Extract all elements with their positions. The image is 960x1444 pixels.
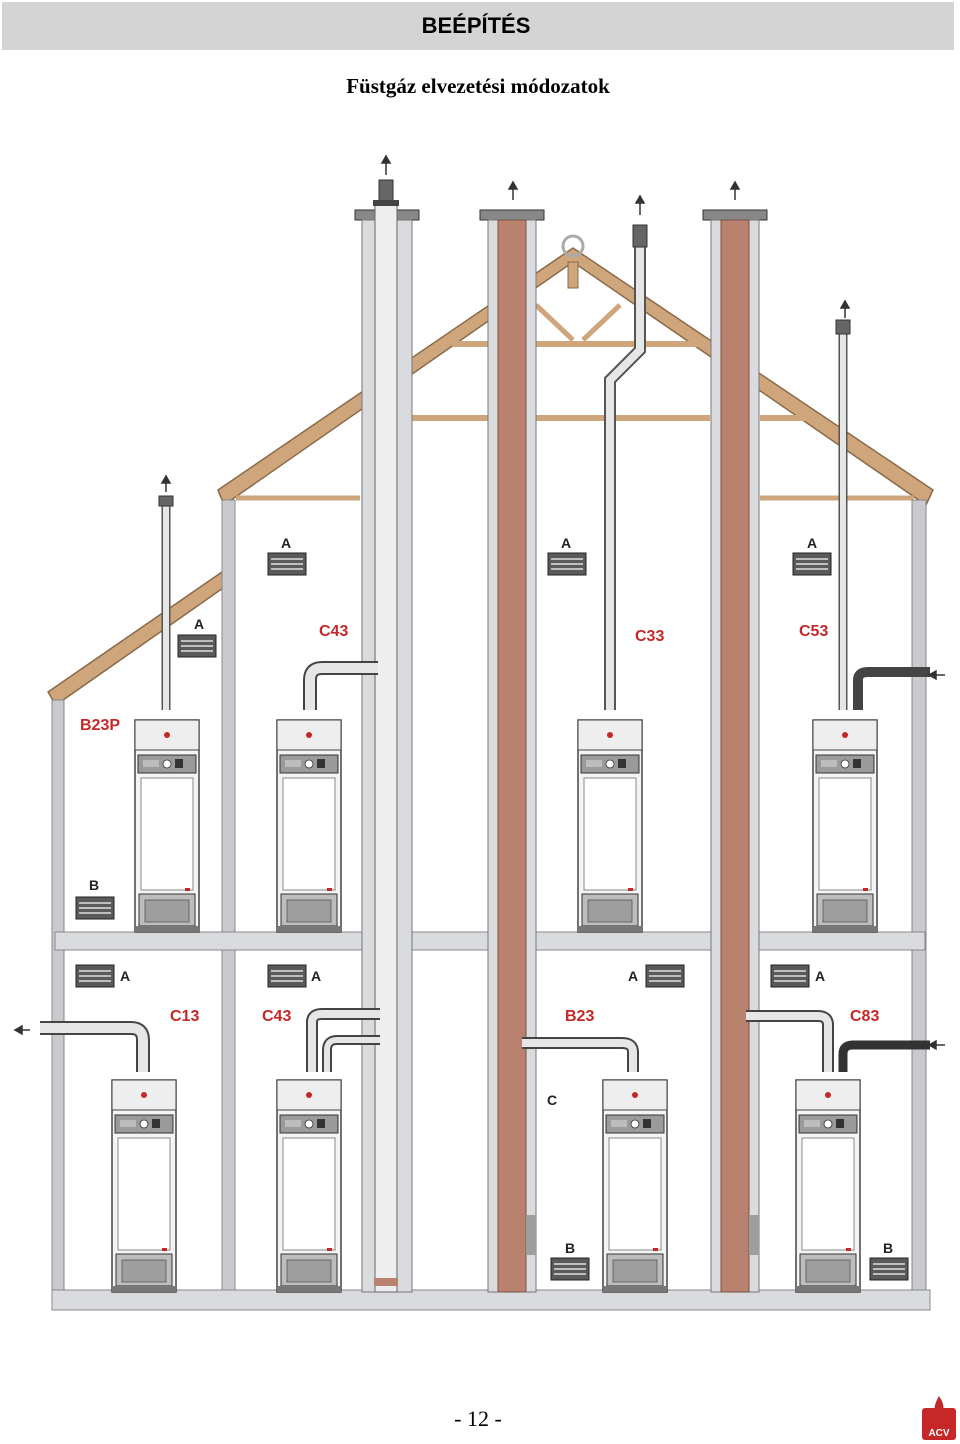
- concentric-shaft: [354, 179, 420, 1293]
- page-number: - 12 -: [454, 1406, 502, 1431]
- roof-structure: [46, 234, 934, 707]
- label-c33: C33: [635, 628, 664, 645]
- header-bar: [2, 2, 954, 50]
- label-vent-b: B: [565, 1240, 575, 1256]
- label-air-a: A: [815, 968, 825, 984]
- page-subtitle: Füstgáz elvezetési módozatok: [346, 74, 610, 98]
- label-c: C: [547, 1092, 557, 1108]
- label-vent-b: B: [883, 1240, 893, 1256]
- label-c13: C13: [170, 1008, 199, 1025]
- label-c83: C83: [850, 1008, 879, 1025]
- flow-arrows: [13, 154, 945, 1051]
- building-walls: [51, 499, 931, 1311]
- acv-logo: ACV: [922, 1396, 956, 1440]
- label-air-a: A: [281, 535, 291, 551]
- label-air-a: A: [561, 535, 571, 551]
- label-air-a: A: [194, 616, 204, 632]
- label-air-a: A: [311, 968, 321, 984]
- label-air-a: A: [628, 968, 638, 984]
- acv-logo-text: ACV: [928, 1428, 949, 1439]
- page-title: BEÉPÍTÉS: [421, 13, 531, 38]
- label-c43-lower: C43: [262, 1008, 291, 1025]
- brick-chimneys: [479, 209, 768, 1293]
- label-air-a: A: [120, 968, 130, 984]
- label-c53: C53: [799, 623, 828, 640]
- system-labels: B23P C43 C33 C53 C13 C43 B23 C83 A A A A…: [80, 535, 893, 1256]
- flue-pipes: [40, 224, 930, 1072]
- label-b23: B23: [565, 1008, 594, 1025]
- label-air-a: A: [807, 535, 817, 551]
- label-vent-b: B: [89, 877, 99, 893]
- label-b23p: B23P: [80, 717, 120, 734]
- label-c43-upper: C43: [319, 623, 348, 640]
